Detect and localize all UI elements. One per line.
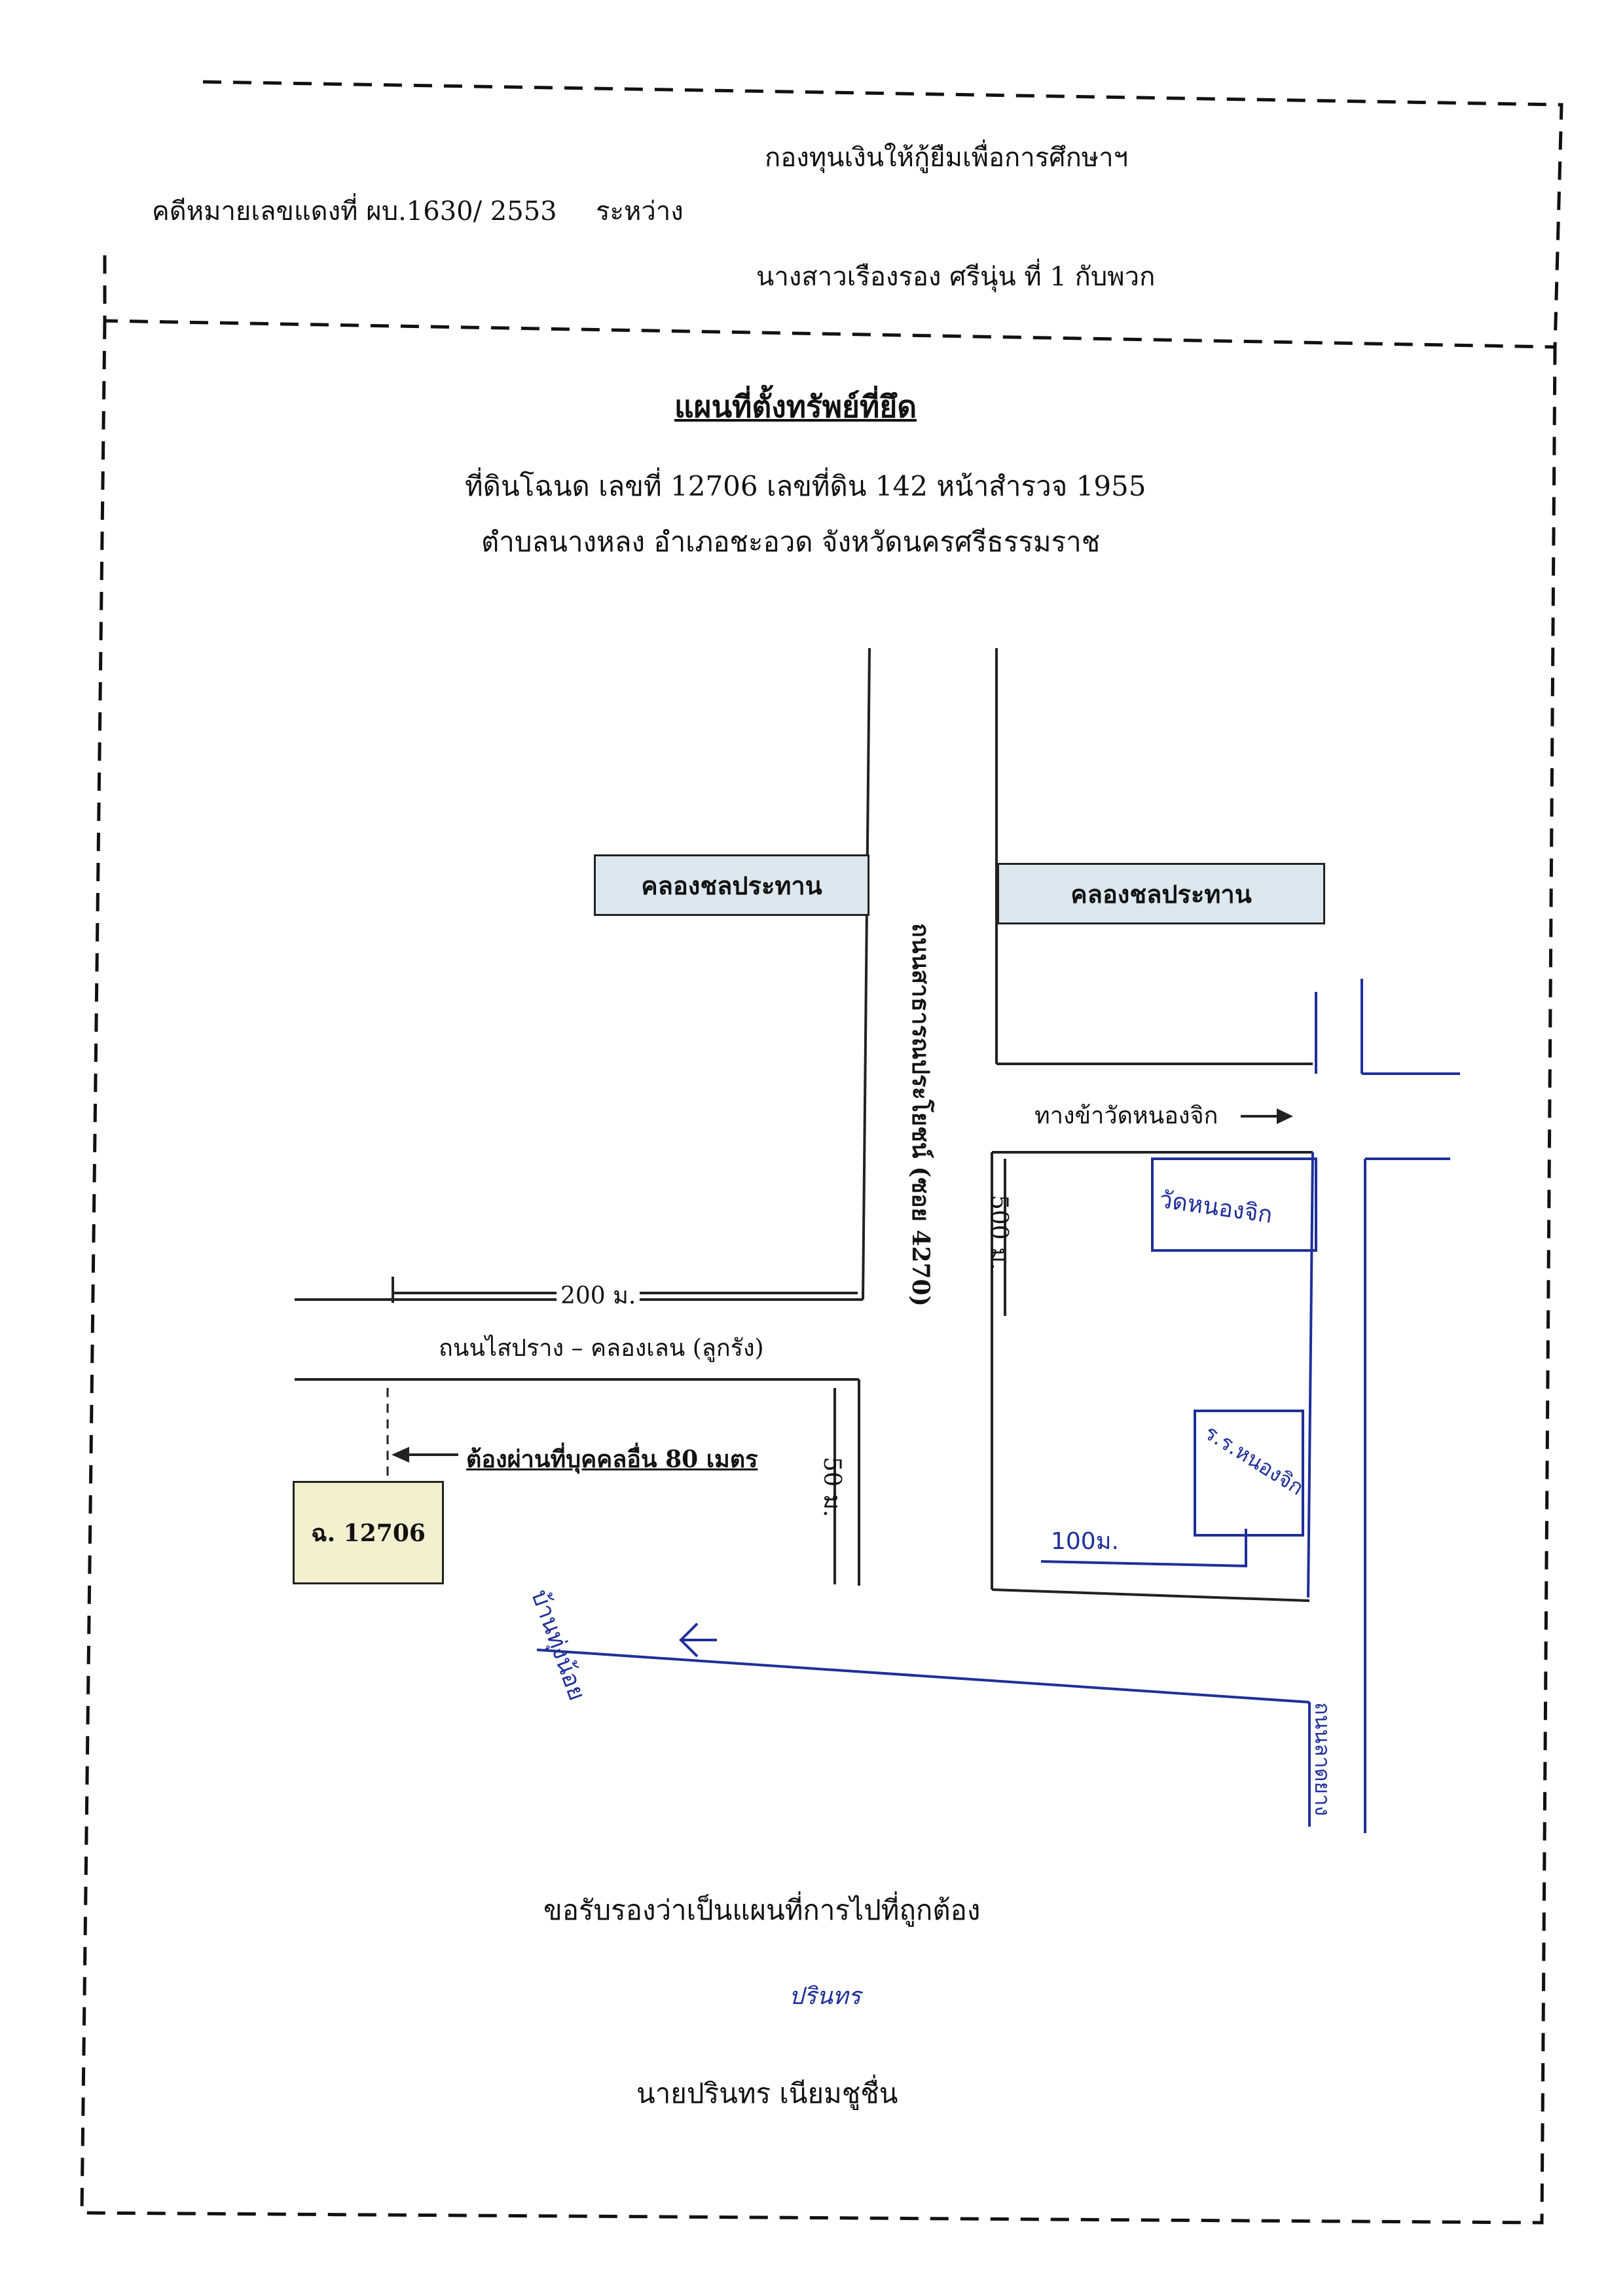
signature: ปรินทร	[789, 1983, 861, 2010]
between-label: ระหว่าง	[596, 196, 684, 227]
signer-name: นายปรินทร เนียมชูชื่น	[636, 2077, 898, 2109]
canal-left: คลองชลประทาน	[594, 854, 869, 916]
distance-50m: 50 ม.	[818, 1457, 845, 1518]
location-line: ตำบลนางหลง อำเภอชะอวด จังหวัดนครศรีธรรมร…	[481, 526, 1101, 558]
map-title: แผนที่ตั้งทรัพย์ที่ยึด	[674, 389, 917, 424]
canal-right: คลองชลประทาน	[997, 863, 1325, 924]
access-arrow-head	[392, 1447, 409, 1463]
case-number: คดีหมายเลขแดงที่ ผบ.1630/ 2553	[152, 196, 557, 227]
plaintiff-name: กองทุนเงินให้กู้ยืมเพื่อการศึกษาฯ	[765, 143, 1129, 173]
temple-arrow-head	[1277, 1108, 1293, 1124]
access-note: ต้องผ่านที่บุคคลอื่น 80 เมตร	[466, 1446, 758, 1473]
hundred-m-handwritten: 100ม.	[1051, 1528, 1119, 1555]
public-road-label: ถนนสาธารณประโยชน์ (ซอย 4270)	[907, 923, 934, 1307]
temple-way-label: ทางข้าวัดหนองจิก	[1034, 1102, 1218, 1129]
paved-road-handwritten: ถนนลาดยาง	[1310, 1702, 1335, 1816]
main-road-label: ถนนไสปราง – คลองเลน (ลูกรัง)	[439, 1335, 764, 1362]
parcel-12706: ฉ. 12706	[293, 1481, 444, 1584]
distance-500m: 500 ม.	[985, 1195, 1012, 1271]
page-border	[80, 320, 1557, 2225]
defendant-name: นางสาวเรืองรอง ศรีนุ่น ที่ 1 กับพวก	[756, 262, 1156, 292]
certify-text: ขอรับรองว่าเป็นแผนที่การไปที่ถูกต้อง	[543, 1894, 981, 1926]
deed-line: ที่ดินโฉนด เลขที่ 12706 เลขที่ดิน 142 หน…	[465, 470, 1146, 502]
distance-200m: 200 ม.	[557, 1277, 640, 1314]
